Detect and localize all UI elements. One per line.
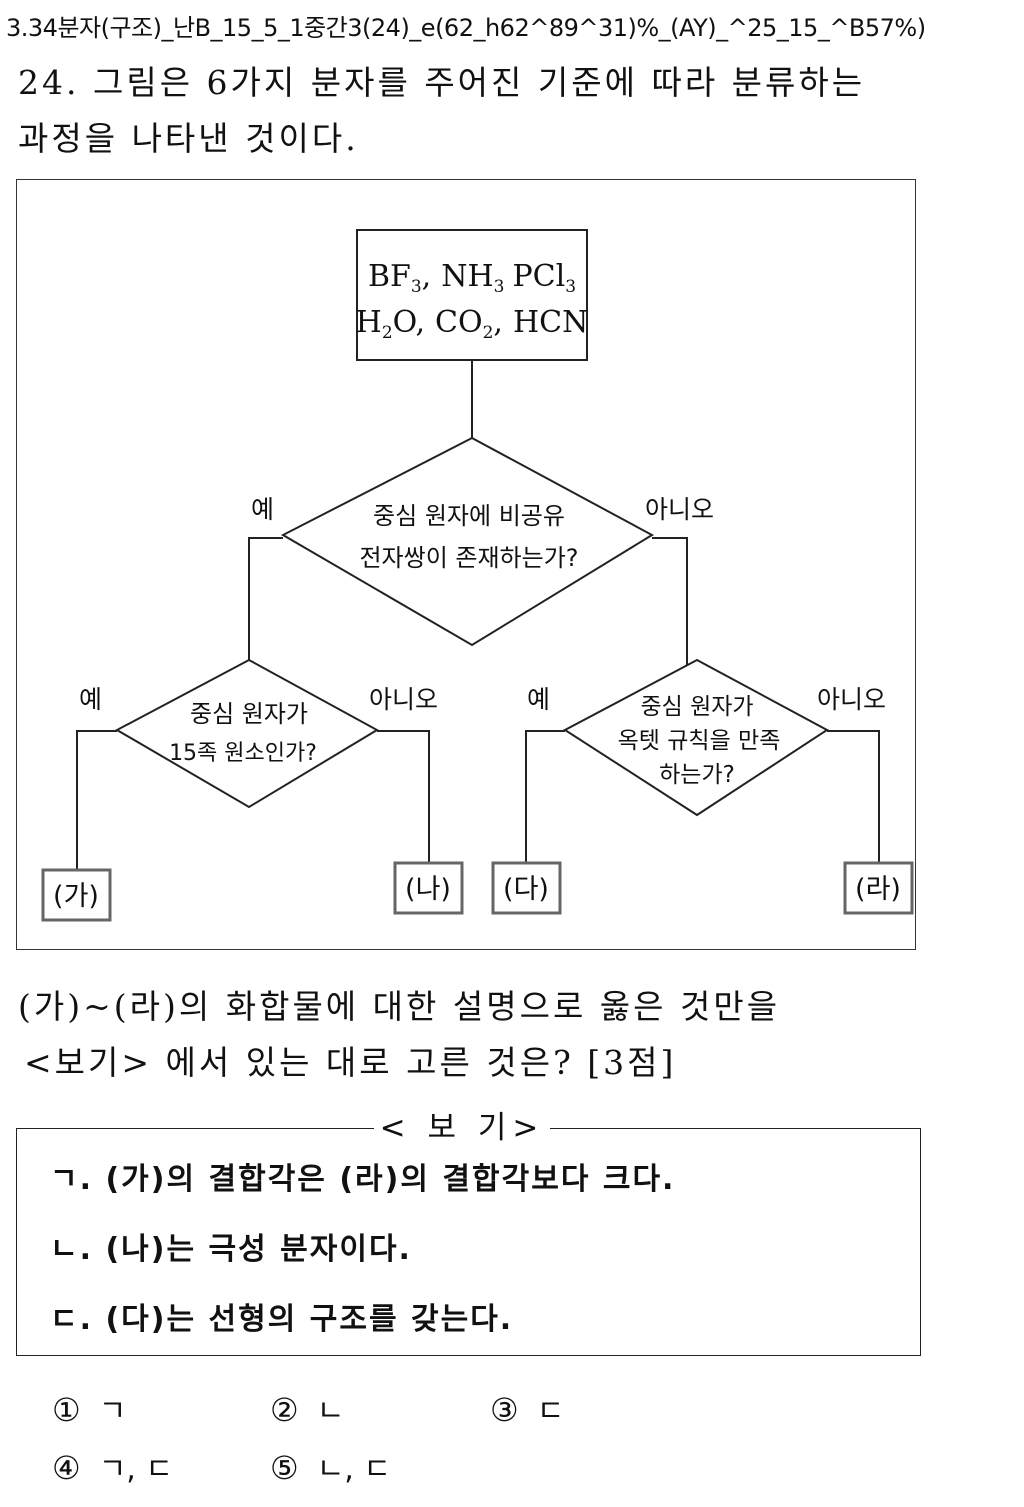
choice-1-number: ①	[52, 1391, 81, 1429]
question-ask-line-1: (가)~(라)의 화합물에 대한 설명으로 옳은 것만을	[18, 987, 781, 1026]
left-no-label: 아니오	[369, 685, 438, 714]
choice-1-text: ㄱ	[98, 1394, 127, 1429]
question-ask-line-2: <보기> 에서 있는 대로 고른 것은? [3점]	[24, 1043, 677, 1082]
question-code: 3.34분자(구조)_난B_15_5_1중간3(24)_e(62_h62^89^…	[6, 14, 926, 42]
right-no-label: 아니오	[817, 685, 886, 714]
result-box-ra	[843, 861, 914, 915]
choice-5-number: ⑤	[270, 1449, 299, 1487]
top-question-line-1: 중심 원자에 비공유	[373, 502, 565, 530]
flowchart-lines	[41, 229, 914, 922]
question-stem-line-2: 과정을 나타낸 것이다.	[18, 119, 359, 158]
choice-3-number: ③	[490, 1391, 519, 1429]
result-box-na	[393, 861, 464, 915]
result-label-ra: (라)	[855, 874, 901, 905]
left-question-line-1: 중심 원자가	[190, 700, 308, 728]
choice-4-text: ㄱ, ㄷ	[98, 1452, 173, 1487]
choice-3-text: ㄷ	[536, 1394, 565, 1429]
top-yes-label: 예	[251, 495, 274, 524]
left-question-line-2: 15족 원소인가?	[169, 741, 317, 766]
choice-2-number: ②	[270, 1391, 299, 1429]
result-box-ga	[41, 868, 112, 922]
top-question-line-2: 전자쌍이 존재하는가?	[359, 544, 578, 572]
result-label-na: (나)	[405, 874, 451, 905]
result-box-da	[491, 861, 562, 915]
left-decision-diamond	[114, 658, 380, 809]
bogi-title: < 보 기>	[374, 1108, 550, 1148]
right-question-line-1: 중심 원자가	[640, 694, 753, 720]
choice-5[interactable]: ⑤ ㄴ, ㄷ	[270, 1444, 391, 1488]
right-question-line-2: 옥텟 규칙을 만족	[618, 728, 781, 754]
molecules-row-2: H2O,CO2,HCN	[356, 305, 589, 343]
bogi-item-1: ㄱ. (가)의 결합각은 (라)의 결합각보다 크다.	[50, 1162, 676, 1197]
result-label-ga: (가)	[53, 881, 99, 912]
top-decision-diamond	[280, 436, 655, 647]
right-decision-diamond	[563, 658, 829, 817]
choice-4[interactable]: ④ ㄱ, ㄷ	[52, 1444, 173, 1488]
top-no-label: 아니오	[645, 495, 714, 524]
molecules-box	[356, 229, 588, 361]
choice-4-number: ④	[52, 1449, 81, 1487]
choice-5-text: ㄴ, ㄷ	[316, 1452, 391, 1487]
right-yes-label: 예	[527, 685, 550, 714]
question-stem-line-1: 24. 그림은 6가지 분자를 주어진 기준에 따라 분류하는	[18, 63, 866, 102]
choice-2-text: ㄴ	[316, 1394, 345, 1429]
right-question-line-3: 하는가?	[659, 762, 735, 788]
left-yes-label: 예	[79, 685, 102, 714]
bogi-item-2: ㄴ. (나)는 극성 분자이다.	[50, 1232, 412, 1267]
result-label-da: (다)	[503, 874, 549, 905]
bogi-item-3: ㄷ. (다)는 선형의 구조를 갖는다.	[50, 1302, 514, 1337]
